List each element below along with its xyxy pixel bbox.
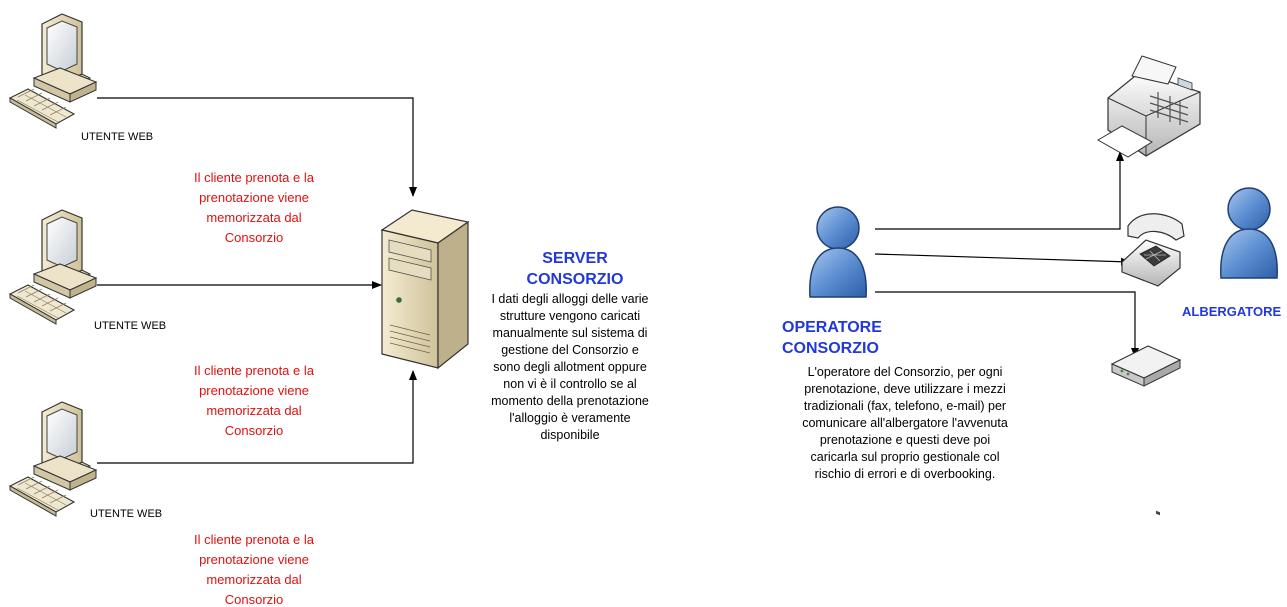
note-line: prenotazione viene <box>199 190 309 205</box>
telephone-icon <box>1121 213 1185 287</box>
client-label: UTENTE WEB <box>94 320 167 332</box>
computer-icon <box>9 209 97 325</box>
title-line: SERVER <box>542 250 608 267</box>
description-line: L'operatore del Consorzio, per ogni <box>807 365 1003 379</box>
note-line: Consorzio <box>224 423 284 438</box>
hotelier-person-icon <box>1220 187 1278 279</box>
description-line: sono degli allotment oppure <box>493 360 647 374</box>
description-line: comunicare all'albergatore l'avvenuta <box>802 416 1008 430</box>
description-line: rischio di errori e di overbooking. <box>814 467 996 481</box>
note-line: Il cliente prenota e la <box>194 363 314 378</box>
note-line: memorizzata dal <box>206 210 302 225</box>
note-line: memorizzata dal <box>206 403 302 418</box>
description-line: non vi è il controllo se al <box>503 377 637 391</box>
client-label: UTENTE WEB <box>81 131 154 143</box>
description-line: prenotazione, deve utilizzare i mezzi <box>804 382 1006 396</box>
fax-icon <box>1096 55 1201 516</box>
description-line: disponibile <box>540 428 600 442</box>
note-line: Il cliente prenota e la <box>194 170 314 185</box>
note-line: prenotazione viene <box>199 383 309 398</box>
description-line: caricarla sul proprio gestionale col <box>810 450 1000 464</box>
description-line: prenotazione e questi deve poi <box>819 433 991 447</box>
server-description: I dati degli alloggi delle varie struttu… <box>455 291 685 444</box>
server-icon <box>380 209 470 370</box>
operator-person-icon <box>809 206 867 298</box>
title-line: OPERATORE <box>782 319 882 336</box>
description-line: I dati degli alloggi delle varie <box>491 292 649 306</box>
note-line: memorizzata dal <box>206 572 302 587</box>
computer-icon <box>9 13 97 129</box>
operator-connectors <box>874 151 1139 358</box>
description-line: gestione del Consorzio e <box>501 343 639 357</box>
description-line: l'alloggio è veramente <box>509 411 631 425</box>
description-line: strutture vengono caricati <box>499 309 641 323</box>
note-line: Il cliente prenota e la <box>194 532 314 547</box>
note-line: Consorzio <box>224 592 284 607</box>
description-line: manualmente sul sistema di <box>492 326 648 340</box>
client-note: Il cliente prenota e la prenotazione vie… <box>156 168 352 248</box>
description-line: tradizionali (fax, telefono, e-mail) per <box>803 399 1007 413</box>
title-line: CONSORZIO <box>782 340 879 357</box>
client-note: Il cliente prenota e la prenotazione vie… <box>156 530 352 607</box>
operator-title: OPERATORE CONSORZIO <box>770 317 920 359</box>
client-note: Il cliente prenota e la prenotazione vie… <box>156 361 352 441</box>
note-line: Consorzio <box>224 230 284 245</box>
email-device-icon <box>1110 345 1182 387</box>
server-title: SERVER CONSORZIO <box>500 248 650 290</box>
client-connectors <box>97 97 417 464</box>
client-label: UTENTE WEB <box>90 508 163 520</box>
computer-icon <box>9 401 97 517</box>
description-line: momento della prenotazione <box>491 394 649 408</box>
note-line: prenotazione viene <box>199 552 309 567</box>
operator-description: L'operatore del Consorzio, per ogni pren… <box>770 364 1040 483</box>
title-line: CONSORZIO <box>526 271 624 288</box>
hotelier-label: ALBERGATORE <box>1182 304 1282 319</box>
